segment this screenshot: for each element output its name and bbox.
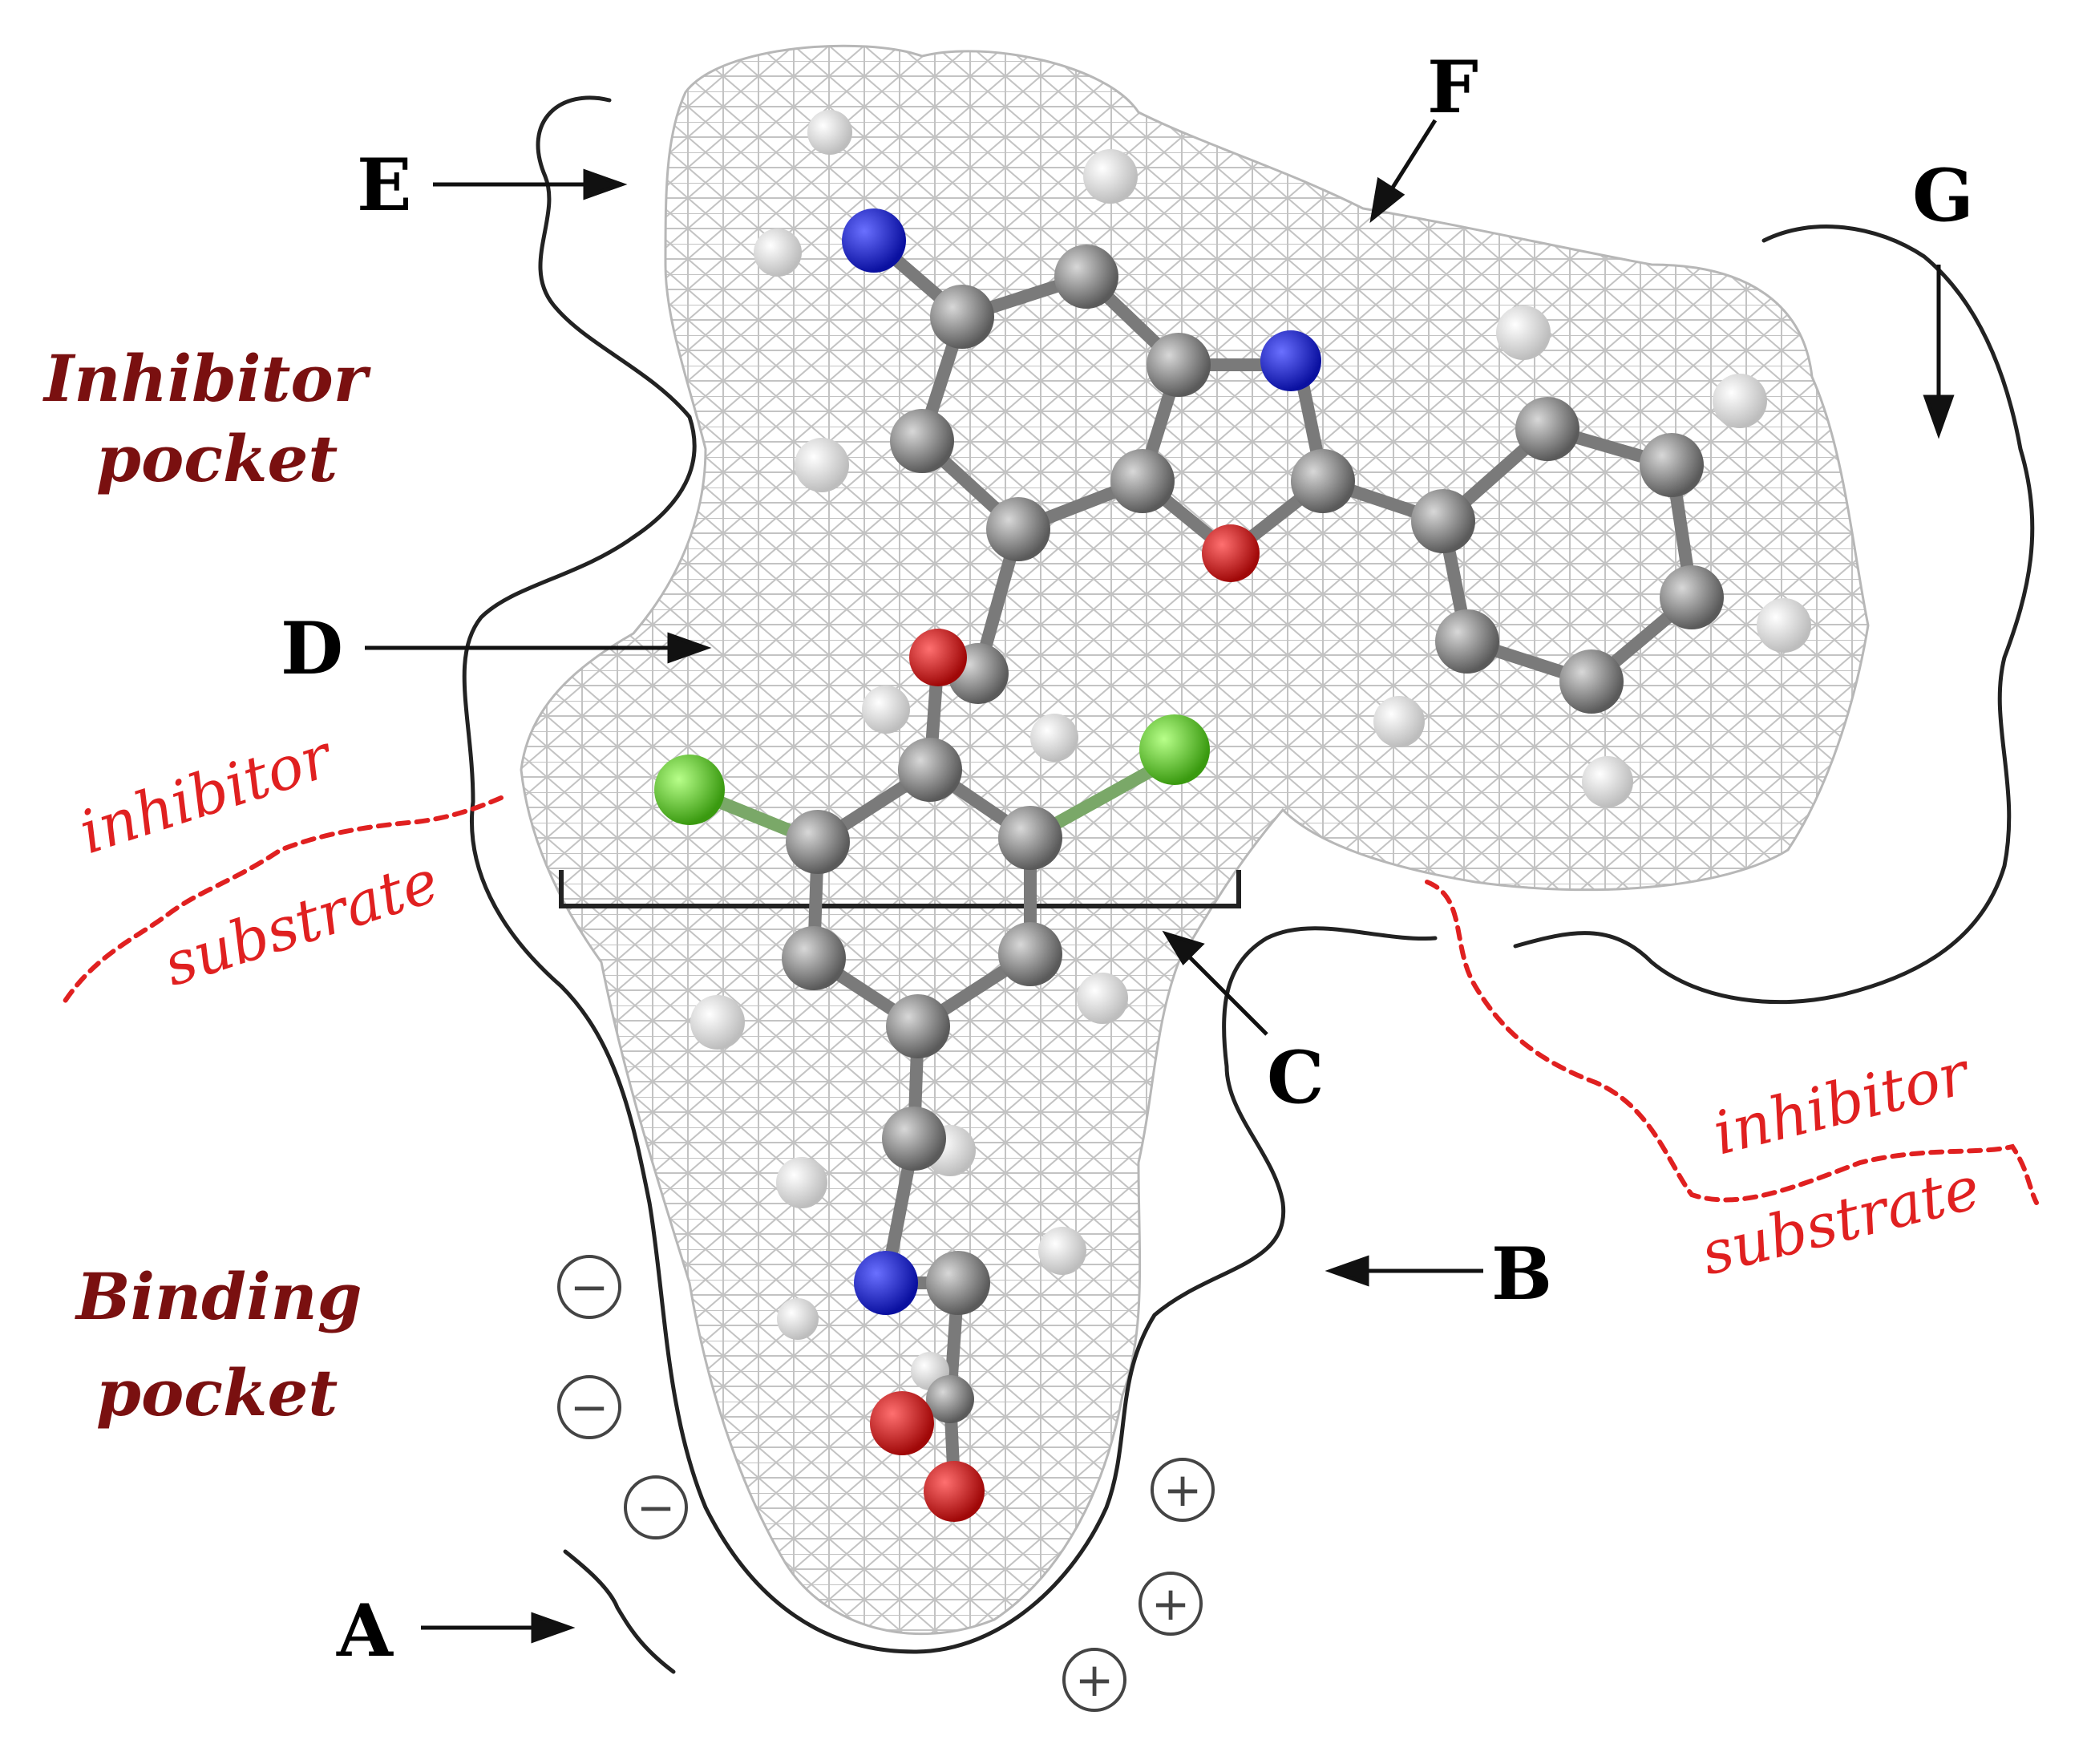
hydrogen-atom xyxy=(754,229,802,277)
carbon-atom xyxy=(1147,333,1211,397)
positive-charge-symbol: + xyxy=(1139,1572,1203,1636)
c-bracket xyxy=(559,870,1241,908)
carbon-atom xyxy=(986,497,1050,561)
hydrogen-atom xyxy=(690,995,745,1050)
svg-text:+: + xyxy=(1151,1576,1191,1631)
molecule-atoms xyxy=(654,110,1811,1522)
pointer-arrows xyxy=(365,119,1955,1644)
carbon-atom xyxy=(1559,649,1624,714)
carbon-atom xyxy=(898,738,962,802)
left-boundary-substrate-label: substrate xyxy=(156,847,447,1000)
inhibitor-pocket-label-line1: Inhibitor xyxy=(42,341,371,416)
carbon-atom xyxy=(786,810,850,874)
pocket-outline-right xyxy=(1513,225,2035,1005)
nitrogen-atom xyxy=(842,208,906,273)
carbon-atom xyxy=(1411,489,1475,553)
hydrogen-atom xyxy=(777,1298,819,1340)
hydrogen-atom xyxy=(1373,696,1425,747)
negative-charges: − − − xyxy=(557,1255,688,1539)
hydrogen-atom xyxy=(795,438,849,492)
positive-charges: + + + xyxy=(1062,1458,1215,1712)
molecular-surface-mesh xyxy=(520,44,1870,1636)
hydrogen-atom xyxy=(1757,598,1811,653)
carbon-atom xyxy=(1435,609,1499,674)
hydrogen-atom xyxy=(807,110,852,155)
label-g: G xyxy=(1912,153,1974,238)
oxygen-atom xyxy=(1202,524,1260,582)
negative-charge-symbol: − xyxy=(557,1255,621,1319)
label-b: B xyxy=(1491,1232,1552,1317)
hydrogen-atom xyxy=(1038,1227,1086,1275)
label-e: E xyxy=(357,143,412,228)
chlorine-atom xyxy=(654,755,725,825)
chlorine-atom xyxy=(1139,714,1210,785)
boundary-left xyxy=(62,795,504,1005)
hydrogen-atom xyxy=(1030,714,1078,762)
svg-text:−: − xyxy=(637,1480,676,1535)
hydrogen-atom xyxy=(1083,149,1138,204)
oxygen-atom xyxy=(870,1391,934,1455)
hydrogen-atom xyxy=(776,1157,827,1208)
hydrogen-atom xyxy=(1713,374,1767,428)
positive-charge-symbol: + xyxy=(1062,1648,1126,1712)
carbon-atom xyxy=(1640,433,1704,497)
hydrogen-atom xyxy=(1077,973,1128,1024)
nitrogen-atom xyxy=(1260,330,1321,391)
negative-charge-symbol: − xyxy=(557,1375,621,1439)
carbon-atom xyxy=(1110,449,1175,513)
hydrogen-atom xyxy=(1496,305,1551,360)
right-boundary-substrate-label: substrate xyxy=(1695,1153,1987,1289)
carbon-atom xyxy=(1515,397,1579,461)
inhibitor-pocket-label-line2: pocket xyxy=(96,421,338,496)
pocket-outline-main xyxy=(462,95,1438,1654)
carbon-atom xyxy=(926,1375,974,1423)
carbon-atom xyxy=(1660,565,1724,629)
hydrogen-atom xyxy=(1582,756,1633,807)
label-d: D xyxy=(281,606,343,691)
svg-text:+: + xyxy=(1075,1653,1114,1707)
right-boundary-inhibitor-label: inhibitor xyxy=(1707,1038,1979,1169)
binding-pocket-label-line2: pocket xyxy=(96,1355,338,1430)
negative-charge-symbol: − xyxy=(624,1475,688,1539)
svg-text:+: + xyxy=(1163,1463,1203,1517)
label-c: C xyxy=(1267,1035,1325,1120)
pocket-outline-small xyxy=(563,1549,676,1674)
svg-text:−: − xyxy=(570,1260,609,1314)
inhibitor-substrate-boundary xyxy=(62,795,2039,1205)
carbon-atom xyxy=(882,1107,946,1171)
carbon-atom xyxy=(998,922,1062,986)
label-f: F xyxy=(1427,45,1478,130)
positive-charge-symbol: + xyxy=(1151,1458,1215,1522)
nitrogen-atom xyxy=(854,1251,918,1315)
left-boundary-inhibitor-label: inhibitor xyxy=(71,721,343,868)
boundary-right xyxy=(1425,880,2039,1205)
carbon-atom xyxy=(886,994,950,1058)
carbon-atom xyxy=(782,926,846,990)
carbon-atom xyxy=(1054,245,1118,309)
oxygen-atom xyxy=(924,1461,985,1522)
carbon-atom xyxy=(890,409,954,473)
carbon-atom xyxy=(930,285,994,349)
label-a: A xyxy=(336,1588,394,1673)
svg-text:−: − xyxy=(570,1380,609,1434)
carbon-atom xyxy=(926,1251,990,1315)
oxygen-atom xyxy=(909,629,967,686)
binding-pocket-label-line1: Binding xyxy=(75,1259,362,1334)
hydrogen-atom xyxy=(862,686,910,734)
pocket-outline xyxy=(462,95,2035,1674)
carbon-atom xyxy=(1291,449,1355,513)
carbon-atom xyxy=(998,806,1062,870)
